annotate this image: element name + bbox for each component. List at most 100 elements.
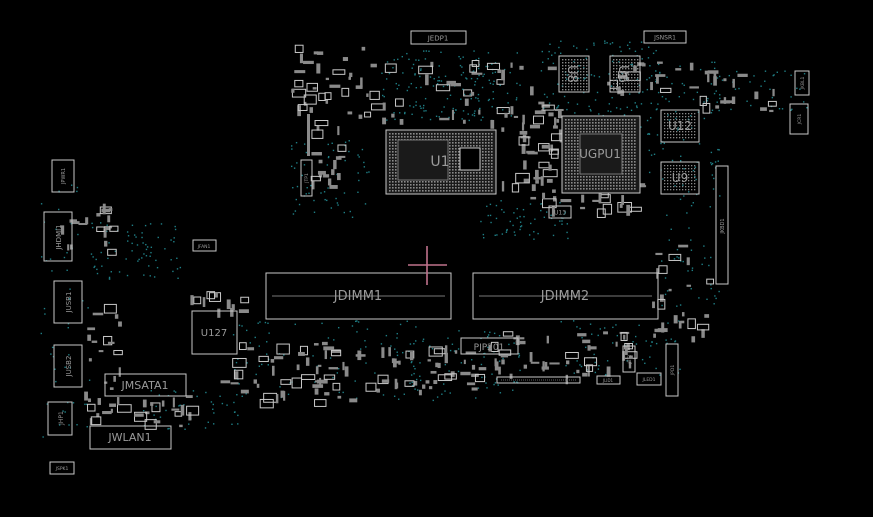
chip-u13[interactable]: U13: [548, 205, 572, 219]
pad: [407, 184, 409, 186]
dimm-slot-jdimm1[interactable]: JDIMM1: [265, 272, 452, 320]
connector-jbt1[interactable]: JBT1: [622, 345, 636, 373]
pad: [582, 339, 591, 344]
pad: [710, 163, 713, 166]
pad: [454, 350, 458, 354]
pad: [607, 122, 609, 124]
chip-u8[interactable]: U8: [558, 55, 590, 93]
pad: [802, 101, 805, 103]
connector-jled1[interactable]: JLED1: [636, 372, 662, 386]
pad: [461, 145, 463, 147]
pad: [268, 332, 270, 334]
chip-u6[interactable]: U6: [609, 55, 641, 93]
connector-jpd1[interactable]: JPD1: [665, 343, 679, 397]
pad: [679, 125, 681, 127]
pad: [438, 80, 441, 82]
pad: [644, 362, 646, 365]
pad: [568, 119, 570, 121]
connector-jhp1[interactable]: JHP1: [47, 401, 73, 436]
chip-u127[interactable]: U127: [191, 310, 238, 355]
pad: [607, 182, 609, 184]
jumper-pjp201[interactable]: PJP201: [460, 337, 519, 355]
pad: [685, 119, 687, 121]
pad: [714, 161, 717, 163]
pad: [571, 74, 573, 76]
connector-jusb2[interactable]: JUSB2: [53, 344, 83, 388]
pad: [682, 174, 684, 176]
pad: [657, 103, 659, 105]
pad: [686, 284, 692, 287]
pad: [565, 170, 567, 172]
connector-jspk1[interactable]: JSPK1: [49, 461, 75, 475]
pad: [449, 133, 451, 135]
connector-fpc-bottom[interactable]: [496, 376, 581, 384]
gpu-ugpu1[interactable]: UGPU1: [561, 115, 641, 194]
pad: [401, 181, 403, 183]
pad: [613, 68, 615, 70]
connector-jfan1[interactable]: JFAN1: [192, 239, 217, 252]
pad: [616, 74, 618, 76]
pad: [458, 148, 460, 150]
pad: [330, 207, 333, 209]
pad: [501, 109, 504, 111]
pad: [485, 136, 487, 138]
pad: [44, 313, 46, 315]
pad: [713, 177, 715, 180]
pad: [571, 68, 573, 70]
cpu-u1[interactable]: U1: [385, 129, 497, 195]
pad: [691, 113, 693, 115]
pad: [504, 112, 508, 118]
connector-jedp1[interactable]: JEDP1: [410, 30, 467, 45]
pad: [449, 187, 451, 189]
pad: [655, 367, 657, 370]
pad: [266, 341, 268, 343]
connector-jkbd1[interactable]: JKBD1: [715, 165, 729, 285]
pad: [583, 176, 585, 178]
connector-jlid1[interactable]: JLID1: [596, 375, 621, 385]
connector-jkbl1[interactable]: JKBL1: [794, 70, 810, 96]
pad: [357, 321, 360, 323]
connector-jtp1[interactable]: JTP1: [300, 159, 313, 197]
pad: [43, 307, 46, 310]
pad: [646, 119, 649, 122]
pad: [398, 398, 400, 400]
pad: [467, 145, 469, 147]
pad: [628, 143, 630, 145]
connector-jhdmi1[interactable]: JHDMI1: [43, 211, 73, 262]
pad: [487, 214, 489, 217]
connector-jpwrsw[interactable]: [307, 114, 310, 156]
jdimm2-label: JDIMM2: [540, 289, 589, 304]
pad: [108, 276, 111, 279]
pad: [315, 366, 319, 375]
connector-jwlan1[interactable]: JWLAN1: [89, 425, 172, 450]
pad: [634, 143, 636, 145]
pad: [292, 186, 294, 189]
pad: [458, 330, 460, 332]
connector-jpwr1[interactable]: JPWR1: [51, 159, 75, 193]
connector-jmsata1[interactable]: JMSATA1: [104, 373, 187, 397]
pad: [677, 129, 679, 131]
chip-u9[interactable]: U9: [660, 161, 700, 195]
chip-u12[interactable]: U12: [660, 109, 700, 143]
pad: [325, 99, 329, 104]
connector-jsnsr1[interactable]: JSNSR1: [643, 30, 687, 44]
pad: [419, 75, 421, 78]
connector-jusb1[interactable]: JUSB1: [53, 280, 83, 324]
pad: [676, 186, 678, 188]
pad: [631, 185, 633, 187]
pad: [673, 168, 675, 170]
pad: [598, 192, 602, 204]
pad: [634, 89, 636, 91]
pad: [183, 404, 185, 406]
connector-jcr1[interactable]: JCR1: [789, 103, 809, 135]
pad: [449, 184, 451, 186]
dimm-slot-jdimm2[interactable]: JDIMM2: [472, 272, 659, 320]
pad: [386, 61, 389, 63]
pad: [437, 187, 439, 189]
pad: [622, 122, 624, 124]
pad: [196, 395, 198, 398]
pad: [580, 125, 582, 127]
pad: [395, 133, 397, 135]
pad: [395, 148, 397, 150]
pad: [628, 170, 630, 172]
